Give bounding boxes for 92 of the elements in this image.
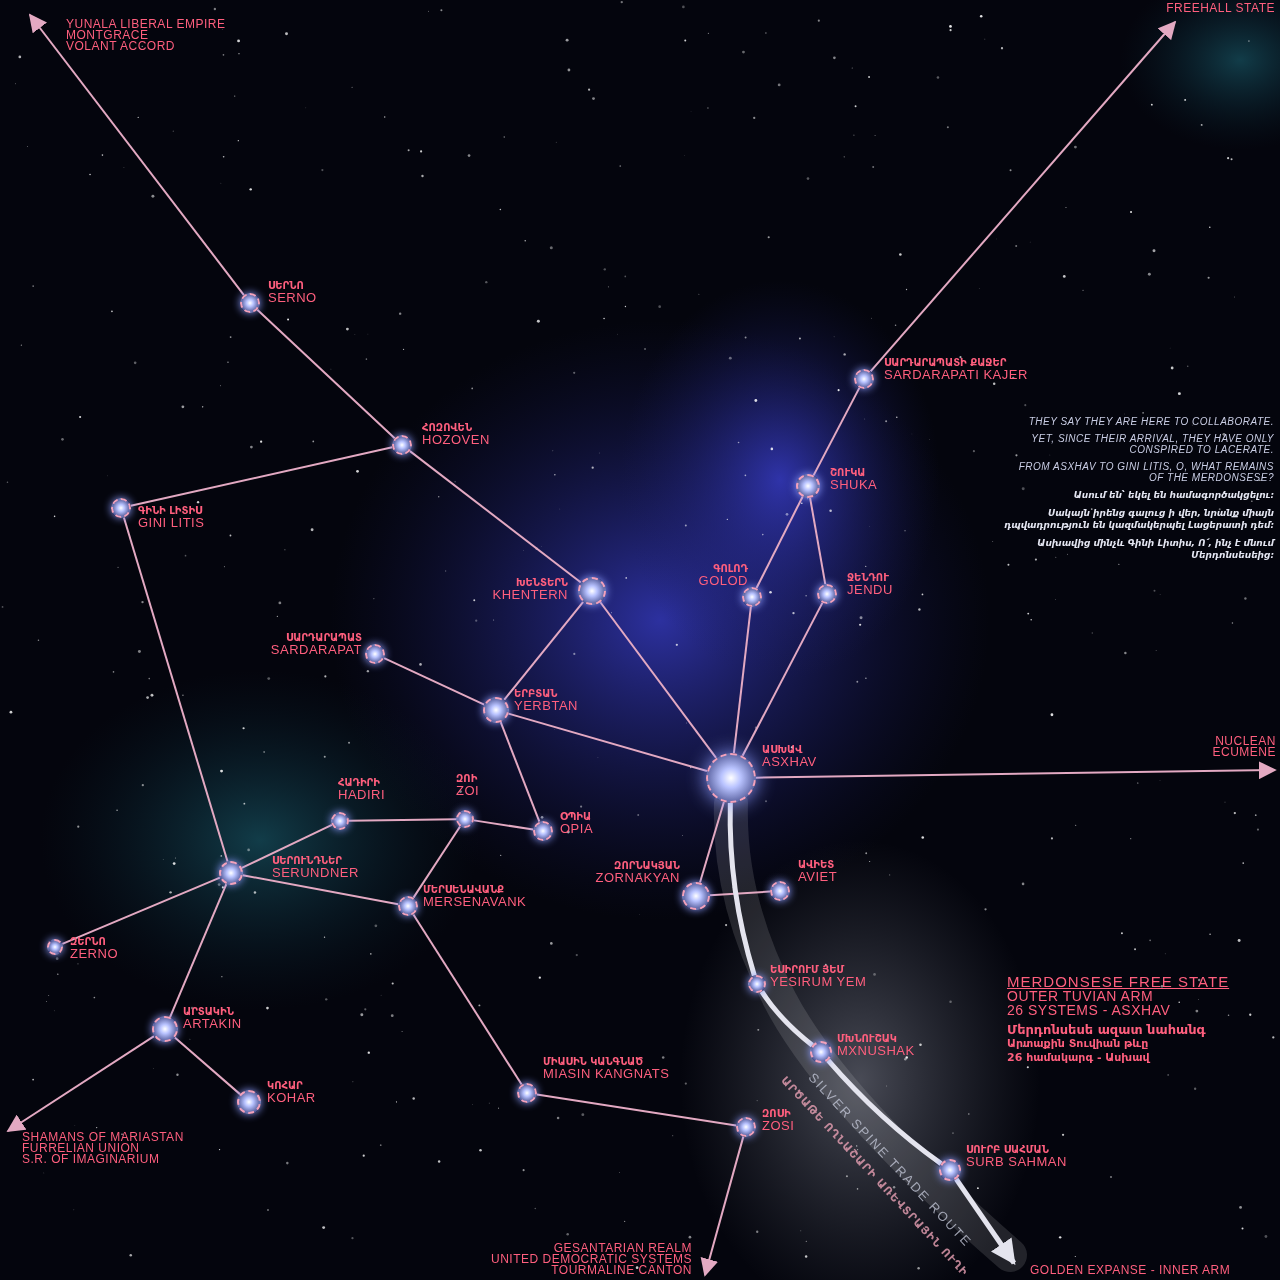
armenian-poem-verse: Ասխավից մինչև Գինի Լիտիս, Ո՛, ինչ է մնում Մերդոնսեսեից: [1036, 537, 1274, 561]
poem-verse: YET, SINCE THEIR ARRIVAL, THEY HAVE ONLY CONSPIRED TO LACERATE. [1030, 433, 1274, 455]
destination-name: UNITED DEMOCRATIC SYSTEMS [490, 1254, 692, 1265]
trade-route-line [954, 1177, 1017, 1266]
connector-line [599, 601, 718, 759]
trade-route-line [759, 990, 814, 1048]
armenian-system-name: ՍՈՒՐԲ ՍԱՀՄԱՆ [966, 1144, 1049, 1156]
armenian-system-name: ՍԵՐՈՒՆԴՆԵՐ [272, 855, 342, 867]
destination-name: TOURMALINE CANTON [550, 1265, 692, 1276]
armenian-system-name: ՍԱՐԴԱՐԱՊԱՏԻ ՔԱՋԵՐ [884, 357, 1007, 369]
system-name: KHENTERN [492, 588, 568, 600]
armenian-state-title: Մերդոնսեսե ազատ նահանգ [1007, 1023, 1207, 1037]
destination-name: GOLDEN EXPANSE - INNER ARM [1030, 1265, 1231, 1276]
armenian-system-name: ԶԵՐՆՈ [70, 936, 106, 948]
armenian-poem-verse: Ասում են՝ եկել են համագործակցելու: [1073, 489, 1274, 501]
armenian-system-name: ՄԻԱՍԻՆ ԿԱՆԳՆԱԾ [543, 1056, 644, 1068]
system-name: MXNUSHAK [837, 1044, 915, 1056]
connector-line [169, 883, 228, 1019]
destination-name: SHAMANS OF MARIASTAN [22, 1132, 184, 1143]
destination-name: GESANTARIAN REALM [553, 1243, 692, 1254]
connector-line [499, 721, 541, 823]
state-title: MERDONSESE FREE STATE [1007, 975, 1230, 989]
system-name: ARTAKIN [183, 1017, 242, 1029]
system-name: ZOSI [762, 1119, 795, 1131]
armenian-system-name: ՕՊԻԱ [560, 811, 592, 823]
destination-name: ECUMENE [1211, 747, 1276, 758]
system-name: ZOI [456, 784, 480, 796]
system-name: SURB SAHMAN [966, 1155, 1067, 1167]
armenian-system-name: ՍԵՐՆՈ [268, 280, 304, 292]
armenian-system-name: ԱՐՏԱԿԻՆ [183, 1006, 234, 1018]
destination-name: FREEHALL STATE [1165, 3, 1275, 14]
system-name: ZERNO [70, 947, 118, 959]
armenian-system-name: ՄԽՆՈՒՇԱԿ [837, 1033, 897, 1045]
system-name: YERBTAN [514, 699, 578, 711]
connector-line [348, 818, 457, 822]
state-info: 26 SYSTEMS - ASXHAV [1007, 1003, 1172, 1017]
system-name: SHUKA [830, 478, 878, 490]
state-info: OUTER TUVIAN ARM [1007, 989, 1155, 1003]
system-name: SARDARAPATI KAJER [884, 368, 1028, 380]
armenian-state-info: 26 համակարգ - Ասխավ [1007, 1051, 1152, 1065]
system-name: MERSENAVANK [423, 895, 527, 907]
system-name: KOHAR [267, 1091, 316, 1103]
armenian-system-name: ԽԵՆՏԵՐՆ [515, 577, 568, 589]
system-name: GINI LITIS [138, 516, 205, 528]
system-name: ZORNAKYAN [595, 871, 680, 883]
connector-line [732, 605, 752, 755]
armenian-system-name: ԱՍԽԱՎ [762, 744, 803, 756]
armenian-system-name: ԱՎԻԵՏ [798, 859, 835, 871]
system-name: SERNO [268, 291, 317, 303]
system-name: ASXHAV [762, 755, 817, 767]
connector-line [809, 496, 827, 586]
system-name: MIASIN KANGNATS [543, 1067, 670, 1079]
system-name: GOLOD [698, 574, 748, 586]
connector-line [709, 890, 771, 897]
trade-route-line [727, 802, 757, 977]
system-name: OPIA [560, 822, 594, 834]
armenian-system-name: ՇՈՒԿԱ [830, 467, 866, 479]
connector-line [700, 1135, 745, 1277]
armenian-system-name: ՄԵՐՍԵՆԱՎԱՆՔ [423, 884, 505, 896]
destination-name: MONTGRACE [66, 30, 149, 41]
trade-route-line [826, 1058, 943, 1166]
armenian-system-name: ԵՍԻՐՈՒՄ ՅԵՄ [770, 964, 845, 976]
system-name: SARDARAPAT [270, 643, 362, 655]
armenian-system-name: ԿՈՀԱՐ [267, 1080, 303, 1092]
destination-name: NUCLEAN [1215, 736, 1276, 747]
destination-name: FURRELIAN UNION [22, 1143, 140, 1154]
destination-name: VOLANT ACCORD [66, 41, 176, 52]
system-name: HADIRI [338, 788, 386, 800]
destination-name: S.R. OF IMAGINARIUM [22, 1154, 161, 1165]
armenian-system-name: ՀՈԶՈՎԵՆ [422, 422, 473, 434]
connector-line [755, 761, 1277, 780]
armenian-state-info: Արտաքին Տուվիան թևը [1007, 1037, 1150, 1051]
system-name: JENDU [847, 583, 893, 595]
armenian-system-name: ԶՈՐՆԱԿՅԱՆ [614, 860, 680, 872]
connector-line [122, 516, 229, 863]
armenian-system-name: ՍԱՐԴԱՐԱՊԱՏ [285, 632, 362, 644]
armenian-system-name: ԳԻՆԻ ԼԻՏԻՍ [138, 505, 203, 517]
system-name: SERUNDNER [272, 866, 359, 878]
system-name: AVIET [798, 870, 838, 882]
connector-line [408, 450, 582, 584]
armenian-system-name: ԳՈԼՈԴ [713, 563, 748, 575]
connector-line [61, 876, 221, 945]
armenian-system-name: ԵՐԲՏԱՆ [514, 688, 558, 700]
armenian-system-name: ԶՈԻ [456, 773, 478, 785]
armenian-poem-verse: Սակայն իրենց գալուց ի վեր, նրանք միայն դավադրություն են կազմակերպել Լացերատի դեմ: [1004, 507, 1274, 531]
system-name: HOZOVEN [422, 433, 490, 445]
armenian-system-name: ՀԱԴԻՐԻ [338, 777, 380, 789]
system-name: YESIRUM YEM [770, 975, 867, 987]
armenian-system-name: ՋԵՆԴՈՒ [847, 572, 889, 584]
destination-name: YUNALA LIBERAL EMPIRE [66, 19, 226, 30]
poem-verse: THEY SAY THEY ARE HERE TO COLLABORATE. [1028, 416, 1274, 427]
poem-verse: FROM ASXHAV TO GINI LITIS, O, WHAT REMAINS OF THE MERDONSESE? [1017, 461, 1274, 483]
